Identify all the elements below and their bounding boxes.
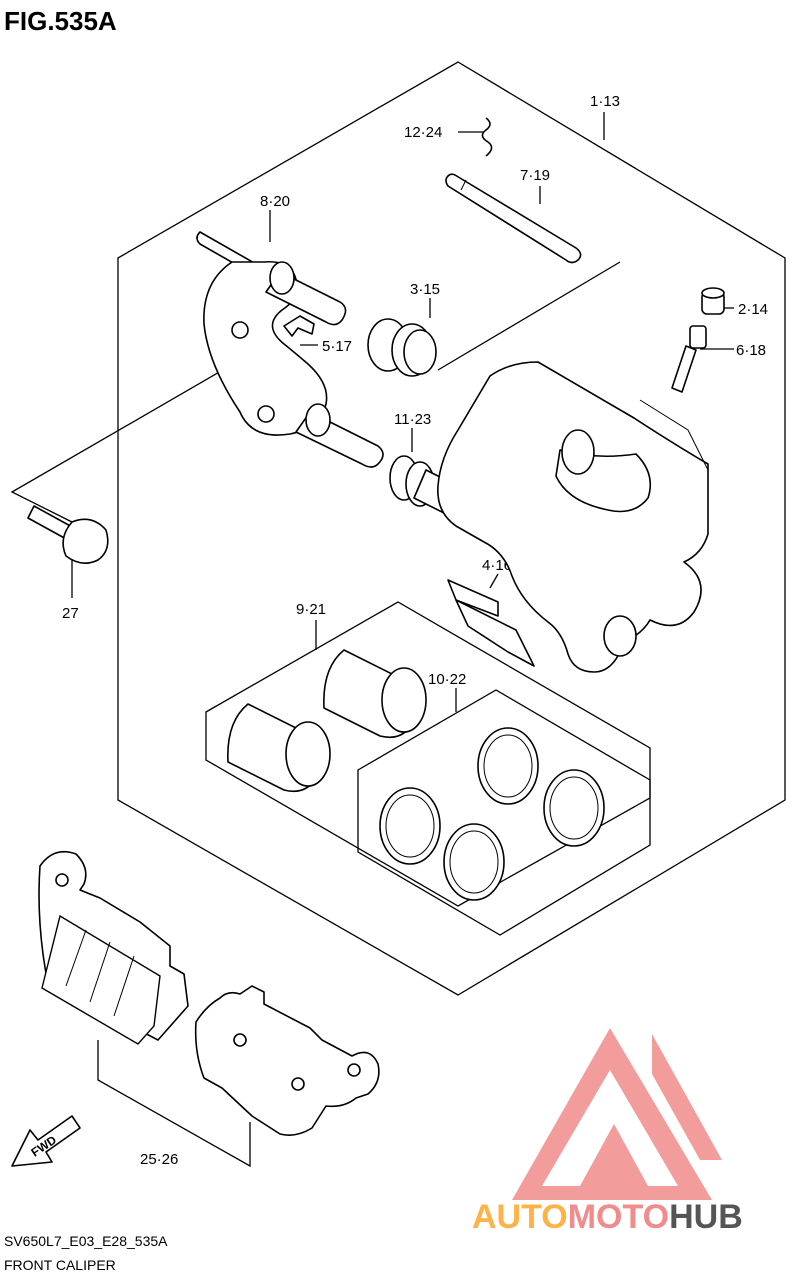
callout-1-13: 1·13 <box>590 93 620 110</box>
callout-8-20: 8·20 <box>260 193 290 210</box>
bleeder-valve <box>671 325 707 393</box>
watermark-auto: AUTO <box>472 1198 568 1236</box>
caliper-body <box>437 361 709 673</box>
callout-12-24: 12·24 <box>404 124 442 141</box>
pad-retainer-spring <box>447 579 535 667</box>
seal-group-frame <box>357 689 651 936</box>
forward-direction-indicator: FWD <box>11 1115 81 1167</box>
bleeder-cap <box>701 287 725 315</box>
caliper-bracket <box>196 231 384 468</box>
diagram-code: SV650L7_E03_E28_535A <box>4 1233 168 1249</box>
leader-25 <box>97 1040 251 1168</box>
callout-10-22: 10·22 <box>428 671 466 688</box>
callout-3-15: 3·15 <box>410 281 440 298</box>
piston-seals <box>379 727 605 901</box>
caliper-pistons <box>227 649 427 793</box>
callout-27: 27 <box>62 605 79 622</box>
brake-pad-outer <box>194 985 380 1136</box>
watermark-hub: HUB <box>669 1198 743 1236</box>
pin-boot-upper <box>367 318 437 377</box>
bracket-spring <box>283 315 315 337</box>
brake-pad-inner <box>38 850 189 1045</box>
callout-5-17: 5·17 <box>322 338 352 355</box>
callout-7-19: 7·19 <box>520 167 550 184</box>
watermark-logo <box>512 1028 722 1200</box>
bracket-group-frame <box>437 261 621 371</box>
callout-2-14: 2·14 <box>738 301 768 318</box>
diagram-caption: FRONT CALIPER <box>4 1257 116 1273</box>
pad-pin <box>445 173 582 264</box>
leader-4 <box>489 573 499 589</box>
callout-9-21: 9·21 <box>296 601 326 618</box>
leader-27 <box>10 344 267 523</box>
figure-title: FIG.535A <box>4 6 117 36</box>
callout-11-23: 11·23 <box>394 411 431 428</box>
pad-spring-clip <box>481 117 493 157</box>
watermark-text: AUTOMOTOHUB <box>472 1198 743 1236</box>
watermark-moto: MOTO <box>568 1198 669 1236</box>
callout-25-26: 25·26 <box>140 1151 178 1168</box>
mounting-bolt <box>27 505 109 564</box>
callout-6-18: 6·18 <box>736 342 766 359</box>
caliper-assembly-frame <box>117 61 786 996</box>
